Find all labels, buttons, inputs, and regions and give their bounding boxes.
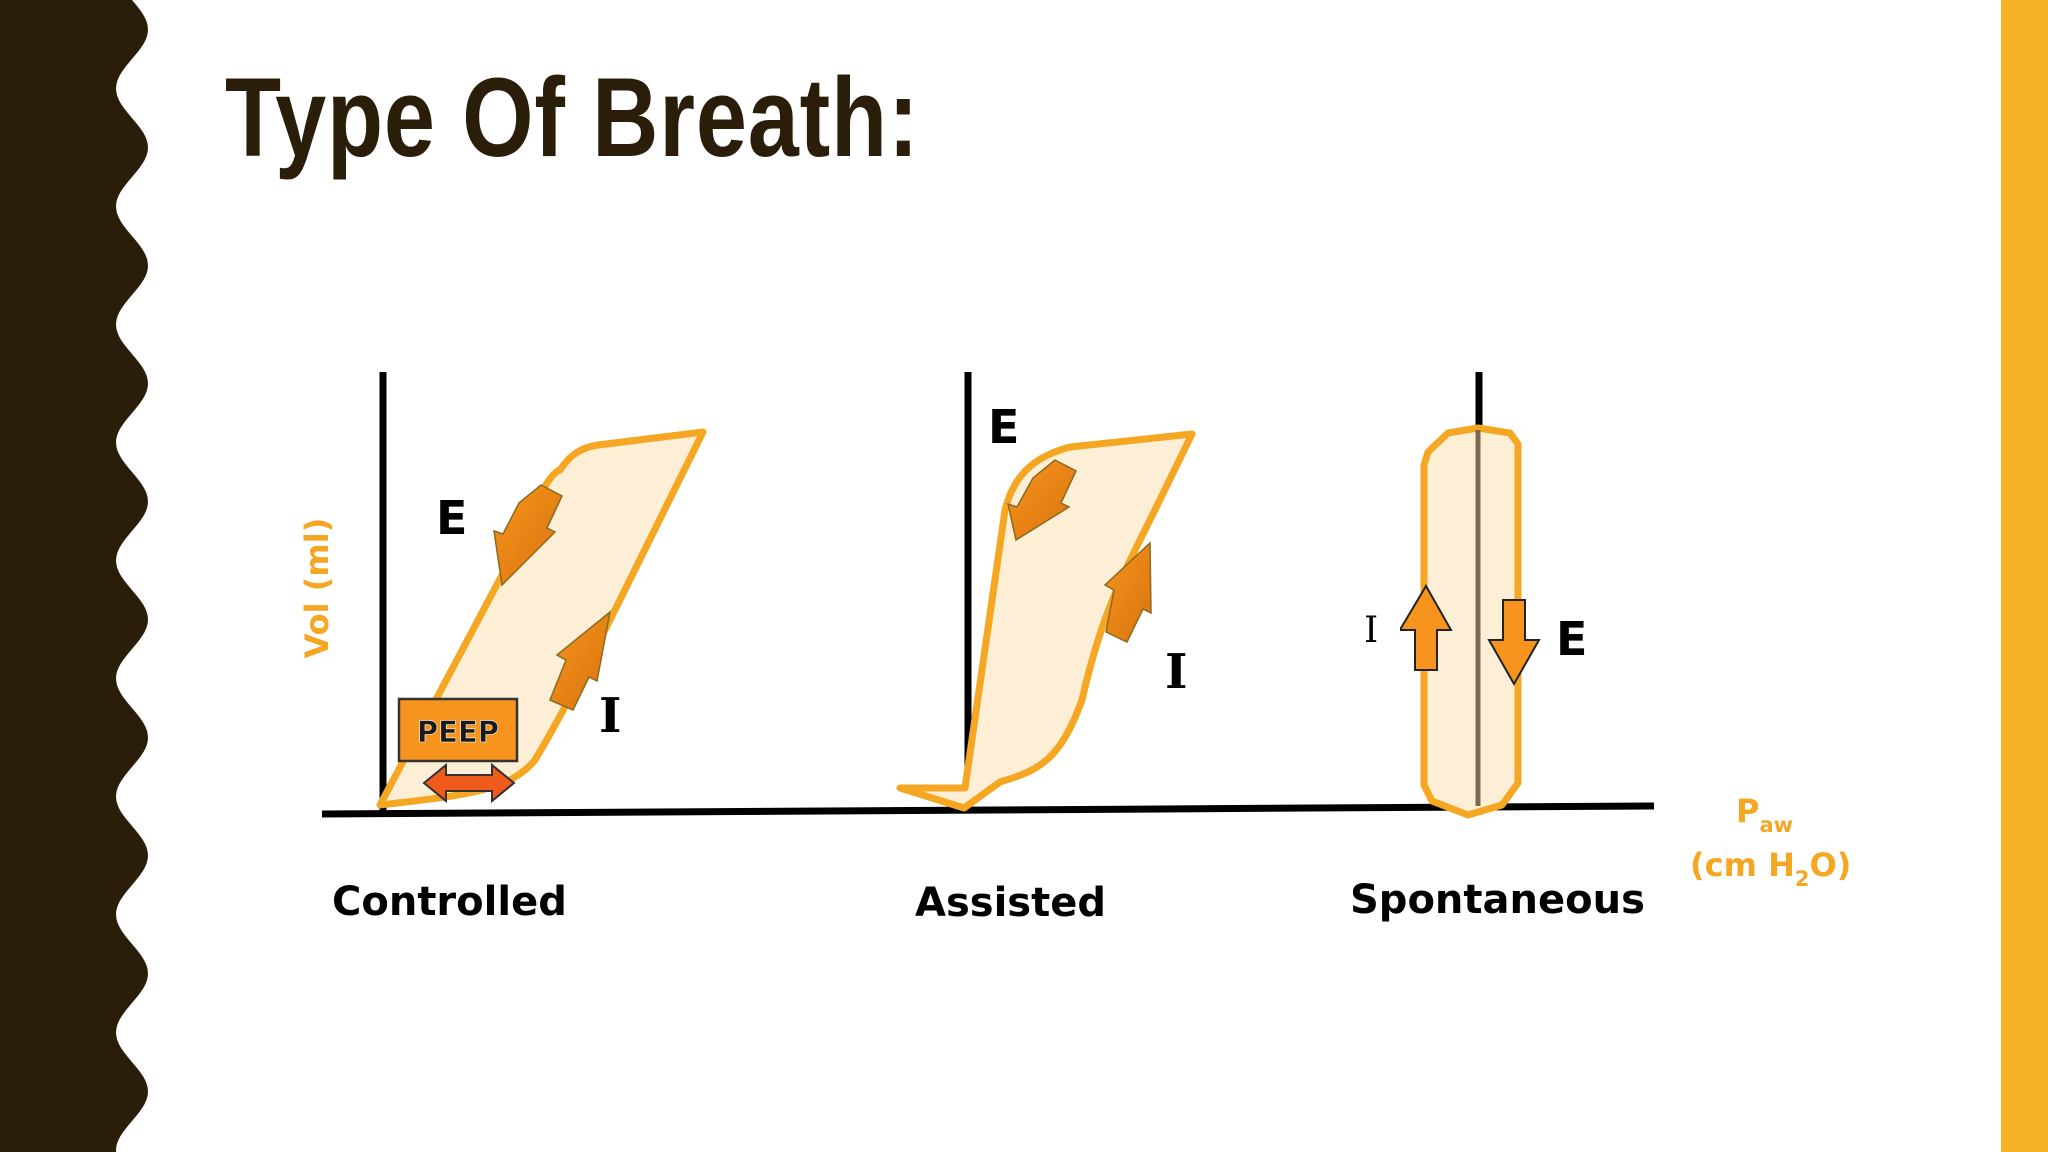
expiration-arrow-icon — [1006, 459, 1077, 542]
x-axis-p-sub: aw — [1759, 813, 1793, 837]
x-axis-unit-sub: 2 — [1795, 867, 1810, 891]
panel-spontaneous: I E Spontaneous — [1350, 424, 1645, 923]
x-axis-p: P — [1736, 792, 1759, 830]
wavy-border-decoration — [0, 0, 148, 1152]
inspiration-arrow-icon — [549, 610, 612, 711]
x-axis-unit: (cm H2O) — [1690, 846, 1851, 891]
axes — [321, 372, 1655, 818]
expiration-arrow-icon — [1487, 599, 1541, 687]
x-axis-unit-post: O) — [1809, 846, 1851, 884]
pv-loop-spontaneous — [1420, 424, 1522, 819]
label-i-spontaneous: I — [1364, 610, 1378, 651]
peep-double-arrow-icon — [422, 762, 516, 804]
expiration-arrow-icon — [493, 484, 563, 587]
peep-label: PEEP — [417, 715, 499, 749]
x-axis-line — [321, 802, 1655, 818]
slide-title: Type Of Breath: — [225, 55, 920, 180]
label-i-assisted: I — [1165, 644, 1187, 700]
panel-label-assisted: Assisted — [915, 880, 1106, 926]
wavy-border-shape — [0, 0, 148, 1152]
label-e-controlled: E — [436, 491, 467, 545]
x-axis-label: Paw (cm H2O) — [1690, 792, 1851, 891]
y-axis-label: Vol (ml) — [298, 518, 336, 659]
x-axis-label-main: Paw — [1736, 792, 1793, 837]
panel-label-spontaneous: Spontaneous — [1350, 877, 1645, 923]
inspiration-arrow-icon — [1400, 584, 1453, 671]
panel-controlled: E I PEEP Controlled — [332, 428, 707, 925]
panel-assisted: E I Assisted — [896, 400, 1196, 926]
label-e-assisted: E — [988, 400, 1019, 454]
accent-bar — [2001, 0, 2048, 1152]
label-e-spontaneous: E — [1556, 612, 1587, 666]
label-i-controlled: I — [599, 688, 621, 744]
inspiration-arrow-icon — [1103, 541, 1152, 643]
panel-label-controlled: Controlled — [332, 879, 567, 925]
x-axis-unit-pre: (cm H — [1690, 846, 1795, 884]
peep-box — [397, 697, 519, 763]
